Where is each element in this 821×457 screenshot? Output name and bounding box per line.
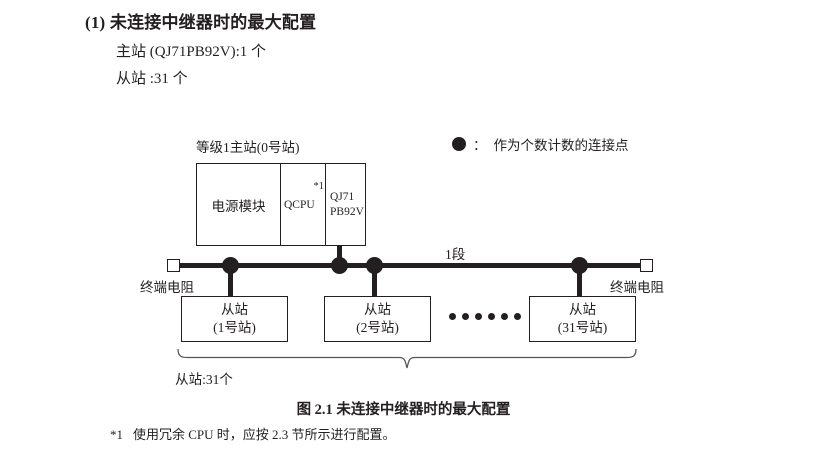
ellipsis-dot <box>501 313 508 320</box>
slave-group-brace <box>176 348 638 370</box>
slave-count-line: 从站 :31 个 <box>116 71 188 87</box>
slave-station-number: (31号站) <box>557 320 608 335</box>
ellipsis-dot <box>462 313 469 320</box>
ellipsis-dot <box>514 313 521 320</box>
brace-icon <box>177 348 637 369</box>
module-qj71pb92v: QJ71 PB92V <box>326 164 365 245</box>
terminating-resistor-left-icon <box>167 259 180 272</box>
module-qj71pb92v-label: QJ71 PB92V <box>330 190 364 219</box>
module-qcpu-label: QCPU <box>284 198 315 211</box>
ellipsis-dot <box>449 313 456 320</box>
figure-caption-text: 图 2.1 未连接中继器时的最大配置 <box>296 402 511 418</box>
footnote-mark: *1 <box>110 427 123 442</box>
fieldbus-trunk-line <box>178 263 646 268</box>
slave-station-1: 从站 (1号站) <box>181 296 288 342</box>
module-qj71pb92v-line2: PB92V <box>330 205 364 218</box>
slave-drop-lead <box>372 264 377 297</box>
legend-colon: ： <box>473 138 487 153</box>
slave-drop-lead <box>228 264 233 297</box>
slave-station-title: 从站 <box>569 301 596 317</box>
connection-point-dot <box>331 257 348 274</box>
slave-total-text: 从站:31个 <box>175 372 233 387</box>
module-qj71pb92v-line1: QJ71 <box>330 191 355 204</box>
terminating-resistor-right-label: 终端电阻 <box>610 280 664 295</box>
slave-station-number: (1号站) <box>213 320 256 335</box>
slave-station-2: 从站 (2号站) <box>324 296 431 342</box>
legend: ： 作为个数计数的连接点 <box>452 134 629 154</box>
terminating-resistor-left-label: 终端电阻 <box>140 280 194 295</box>
figure-caption: 图 2.1 未连接中继器时的最大配置 <box>0 398 821 419</box>
ellipsis-dots <box>449 313 521 320</box>
filled-circle-icon <box>452 137 466 151</box>
footnote-text: 使用冗余 CPU 时，应按 2.3 节所示进行配置。 <box>133 427 396 442</box>
master-station-rack: 电源模块 QCPU *1 QJ71 PB92V <box>196 163 366 246</box>
terminating-resistor-right-icon <box>640 259 653 272</box>
slave-station-31: 从站 (31号站) <box>529 296 636 342</box>
ellipsis-dot <box>475 313 482 320</box>
slave-station-number: (2号站) <box>356 320 399 335</box>
section-title: (1) 未连接中继器时的最大配置 <box>85 13 317 32</box>
module-power-supply: 电源模块 <box>197 164 281 245</box>
footnote: *1 使用冗余 CPU 时，应按 2.3 节所示进行配置。 <box>110 424 396 443</box>
module-power-supply-label: 电源模块 <box>211 198 266 214</box>
ellipsis-dot <box>488 313 495 320</box>
footnote-marker: *1 <box>313 181 325 192</box>
master-station-label: 等级1主站(0号站) <box>196 140 300 155</box>
slave-total-label: 从站:31个 <box>0 368 821 388</box>
slave-station-title: 从站 <box>364 301 391 317</box>
master-count-line: 主站 (QJ71PB92V):1 个 <box>116 44 267 60</box>
slave-drop-lead <box>577 264 582 297</box>
module-qcpu: QCPU *1 <box>281 164 326 245</box>
segment-label: 1段 <box>445 247 466 262</box>
legend-label: 作为个数计数的连接点 <box>493 138 629 153</box>
slave-station-title: 从站 <box>221 301 248 317</box>
